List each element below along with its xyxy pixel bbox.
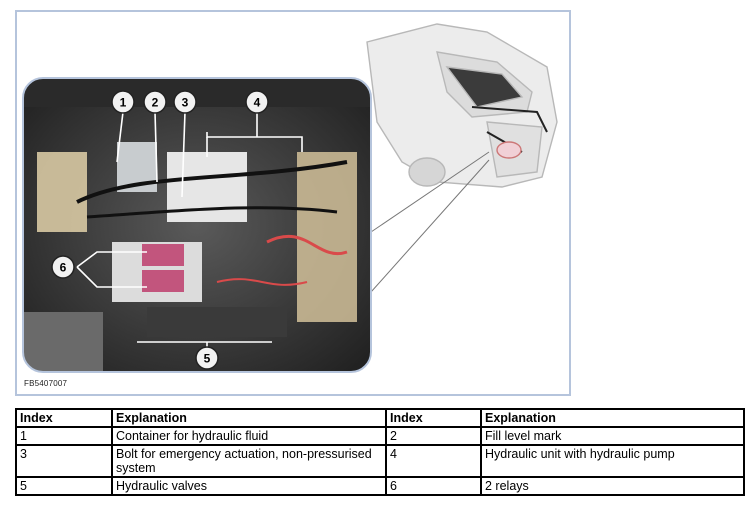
hydraulic-unit-photo [23, 78, 371, 372]
index-cell: 4 [385, 444, 482, 478]
svg-text:4: 4 [254, 96, 261, 110]
header-explanation: Explanation [111, 408, 387, 428]
figure-id: FB5407007 [24, 379, 68, 388]
index-table: Index Explanation Index Explanation 1 Co… [15, 408, 745, 496]
callout-2: 2 [143, 90, 167, 114]
callout-6: 6 [51, 255, 75, 279]
explanation-cell: 2 relays [480, 476, 745, 496]
explanation-cell: Hydraulic valves [111, 476, 387, 496]
explanation-cell: Hydraulic unit with hydraulic pump [480, 444, 745, 478]
callout-5: 5 [195, 346, 219, 370]
callout-leaders [76, 111, 303, 352]
svg-text:2: 2 [152, 96, 159, 110]
table-header-row: Index Explanation Index Explanation [15, 408, 745, 428]
index-cell: 6 [385, 476, 482, 496]
svg-text:5: 5 [204, 352, 211, 366]
car-illustration [366, 23, 558, 188]
table-row: 3 Bolt for emergency actuation, non-pres… [15, 444, 745, 478]
index-cell: 3 [15, 444, 113, 478]
index-cell: 1 [15, 426, 113, 446]
table-row: 1 Container for hydraulic fluid 2 Fill l… [15, 426, 745, 446]
explanation-cell: Container for hydraulic fluid [111, 426, 387, 446]
callout-1: 1 [111, 90, 135, 114]
svg-text:6: 6 [60, 261, 67, 275]
hydraulic-unit-illustration: 1 2 3 4 5 6 [22, 23, 558, 373]
header-explanation: Explanation [480, 408, 745, 428]
photo-border [22, 77, 372, 373]
leader-line-top [370, 151, 490, 233]
svg-text:3: 3 [182, 96, 189, 110]
figure-panel: 1 2 3 4 5 6 FB5407007 [15, 10, 571, 396]
table-row: 5 Hydraulic valves 6 2 relays [15, 476, 745, 496]
index-cell: 5 [15, 476, 113, 496]
callout-4: 4 [245, 90, 269, 114]
callout-3: 3 [173, 90, 197, 114]
svg-text:1: 1 [120, 96, 127, 110]
explanation-cell: Bolt for emergency actuation, non-pressu… [111, 444, 387, 478]
header-index: Index [385, 408, 482, 428]
leader-line-bottom [370, 159, 490, 293]
header-index: Index [15, 408, 113, 428]
explanation-cell: Fill level mark [480, 426, 745, 446]
index-cell: 2 [385, 426, 482, 446]
